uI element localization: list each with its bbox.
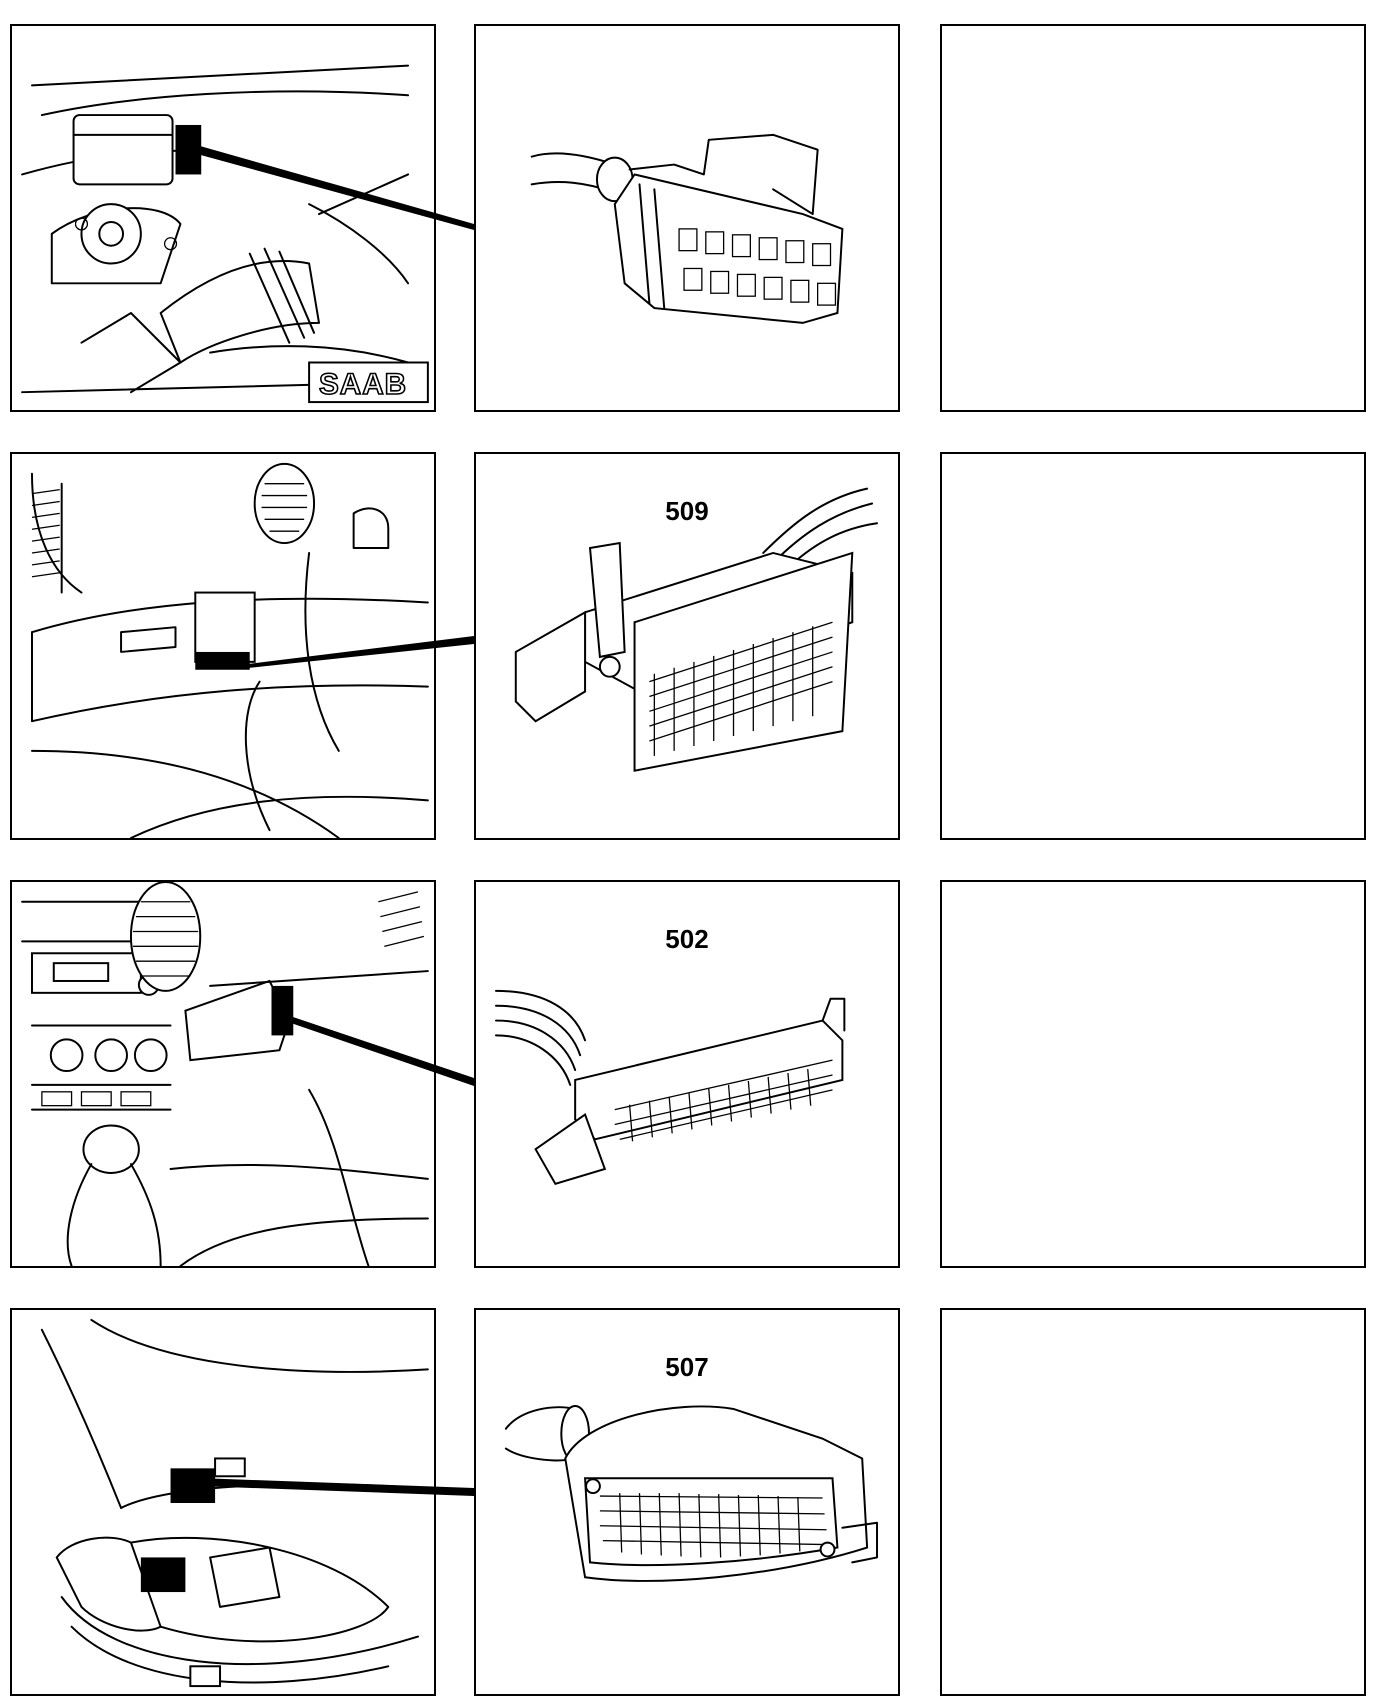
row3-location-view xyxy=(10,880,436,1268)
connector-509-illustration xyxy=(514,487,879,772)
row1-connector-view xyxy=(474,24,900,412)
dashboard-illustration xyxy=(30,462,429,838)
center-console-illustration xyxy=(21,882,429,1266)
row2-connector-view: 509 xyxy=(474,452,900,840)
pin-rows xyxy=(599,1493,827,1558)
pin-rows xyxy=(649,621,833,756)
connector-10pin-illustration xyxy=(530,133,844,324)
row2-blank-panel xyxy=(940,452,1366,840)
saab-logo: SAAB xyxy=(319,368,407,401)
pin-rows xyxy=(614,1059,833,1142)
connector-507-illustration xyxy=(504,1405,879,1582)
engine-bay-illustration: SAAB xyxy=(21,64,429,404)
row3-connector-view: 502 xyxy=(474,880,900,1268)
row4-blank-panel xyxy=(940,1308,1366,1696)
row4-connector-view: 507 xyxy=(474,1308,900,1696)
row1-location-view: SAAB xyxy=(10,24,436,412)
connector-label-509: 509 xyxy=(665,496,709,526)
connector-label-502: 502 xyxy=(665,924,709,954)
row2-location-view xyxy=(10,452,436,840)
row1-blank-panel xyxy=(940,24,1366,412)
row4-location-view xyxy=(10,1308,436,1696)
row3-blank-panel xyxy=(940,880,1366,1268)
connector-label-507: 507 xyxy=(665,1352,709,1382)
connector-502-illustration xyxy=(495,989,846,1186)
pin-grid xyxy=(678,228,837,306)
front-seat-illustration xyxy=(40,1318,429,1688)
vent-left xyxy=(31,488,60,578)
